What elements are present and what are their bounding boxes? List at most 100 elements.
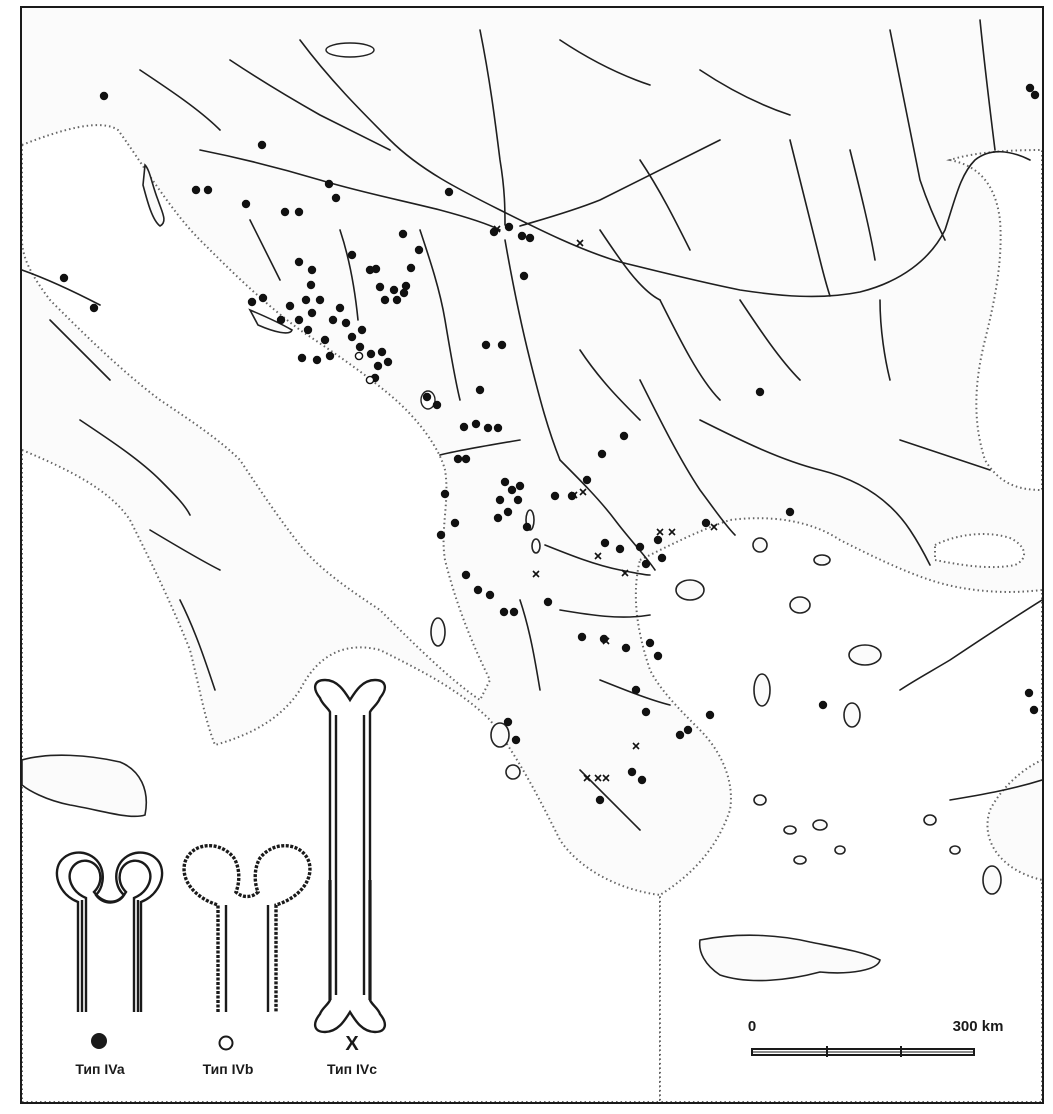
site-marker-IVa <box>503 507 513 517</box>
site-marker-IVc <box>668 528 676 536</box>
site-marker-IVa <box>436 530 446 540</box>
prut-river <box>979 19 996 151</box>
iskar-river <box>659 299 721 401</box>
site-marker-IVc <box>602 637 610 645</box>
site-marker-IVa <box>481 340 491 350</box>
mures-river <box>519 139 721 227</box>
tributary-7 <box>579 349 641 421</box>
site-marker-IVa <box>366 349 376 359</box>
tributary-10 <box>179 599 216 691</box>
thasos-island <box>752 537 768 553</box>
tributary-5 <box>739 299 801 381</box>
tributary-1 <box>139 69 221 131</box>
site-marker-IVa <box>276 315 286 325</box>
tributary-8 <box>249 219 281 281</box>
site-marker-IVa <box>513 495 523 505</box>
site-marker-IVa <box>99 91 109 101</box>
site-marker-IVa <box>543 597 553 607</box>
aliakmon-river <box>544 544 651 576</box>
brooch-type-IVa-drawing <box>55 851 164 1012</box>
site-marker-IVa <box>471 419 481 429</box>
site-marker-IVa <box>258 293 268 303</box>
neretva-river <box>339 229 359 321</box>
site-marker-IVa <box>597 449 607 459</box>
tributary-6 <box>879 299 891 381</box>
brooch-type-IVb-drawing <box>182 843 312 1012</box>
site-marker-IVa <box>683 725 693 735</box>
dalmatian-islands <box>142 163 165 227</box>
site-marker-IVa <box>582 475 592 485</box>
site-marker-IVa <box>414 245 424 255</box>
site-marker-IVa <box>509 607 519 617</box>
islands <box>22 163 1002 982</box>
drina-river <box>419 229 461 401</box>
chios-island <box>843 702 861 728</box>
site-marker-IVa <box>335 303 345 313</box>
site-marker-IVa <box>645 638 655 648</box>
tributary-9 <box>49 319 111 381</box>
site-marker-IVc <box>602 774 610 782</box>
aegean-sea <box>634 517 1042 1102</box>
site-marker-IVc <box>532 570 540 578</box>
site-marker-IVa <box>483 423 493 433</box>
rhodes-island <box>982 865 1002 895</box>
cyclades-island-5 <box>834 845 846 855</box>
site-marker-IVa <box>653 651 663 661</box>
site-marker-IVc <box>493 225 501 233</box>
tributary-4 <box>599 229 661 301</box>
site-marker-IVc <box>579 488 587 496</box>
site-marker-IVa <box>383 357 393 367</box>
site-marker-IVa <box>297 353 307 363</box>
site-marker-IVa <box>453 454 463 464</box>
site-marker-IVa <box>818 700 828 710</box>
site-marker-IVa <box>306 280 316 290</box>
site-marker-IVa <box>315 295 325 305</box>
site-marker-IVa <box>280 207 290 217</box>
site-marker-IVa <box>432 400 442 410</box>
site-marker-IVa <box>519 271 529 281</box>
cyclades-island-3 <box>812 819 828 831</box>
drava-river <box>229 59 391 151</box>
site-marker-IVa <box>294 207 304 217</box>
site-marker-IVc <box>621 569 629 577</box>
site-marker-IVa <box>59 273 69 283</box>
sites-type-IVc <box>493 225 718 782</box>
site-marker-IVb <box>354 351 364 361</box>
site-marker-IVc <box>594 774 602 782</box>
site-marker-IVa <box>497 340 507 350</box>
site-marker-IVa <box>631 685 641 695</box>
site-marker-IVa <box>398 229 408 239</box>
site-marker-IVa <box>392 295 402 305</box>
site-marker-IVa <box>600 538 610 548</box>
site-marker-IVa <box>399 288 409 298</box>
site-marker-IVa <box>495 495 505 505</box>
site-marker-IVa <box>499 607 509 617</box>
site-marker-IVa <box>615 544 625 554</box>
legend-label-IVa: Тип IVa <box>75 1061 124 1077</box>
site-marker-IVa <box>365 265 375 275</box>
site-marker-IVa <box>357 325 367 335</box>
site-marker-IVa <box>328 315 338 325</box>
site-marker-IVa <box>401 281 411 291</box>
olt-river <box>789 139 831 297</box>
rivers <box>22 19 1042 831</box>
legend-label-IVb: Тип IVb <box>203 1061 254 1077</box>
site-marker-IVa <box>347 250 357 260</box>
cyclades-island-2 <box>783 825 797 835</box>
sea-areas <box>22 124 1042 1102</box>
tiber-river <box>79 419 191 516</box>
site-marker-IVa <box>325 351 335 361</box>
sites-type-IVa <box>59 83 1040 805</box>
chalkidiki-peninsula <box>675 579 705 601</box>
site-marker-IVa <box>377 347 387 357</box>
site-marker-IVa <box>755 387 765 397</box>
site-marker-IVc <box>583 774 591 782</box>
site-marker-IVa <box>595 795 605 805</box>
site-marker-IVa <box>503 717 513 727</box>
lemnos-island <box>789 596 811 614</box>
site-marker-IVb <box>365 375 375 385</box>
brooch-type-IVc-drawing <box>313 678 387 1034</box>
site-marker-IVa <box>705 710 715 720</box>
scale-bar: 0 300 km <box>748 1018 1003 1057</box>
legend-symbol-filled-circle <box>91 1033 107 1049</box>
